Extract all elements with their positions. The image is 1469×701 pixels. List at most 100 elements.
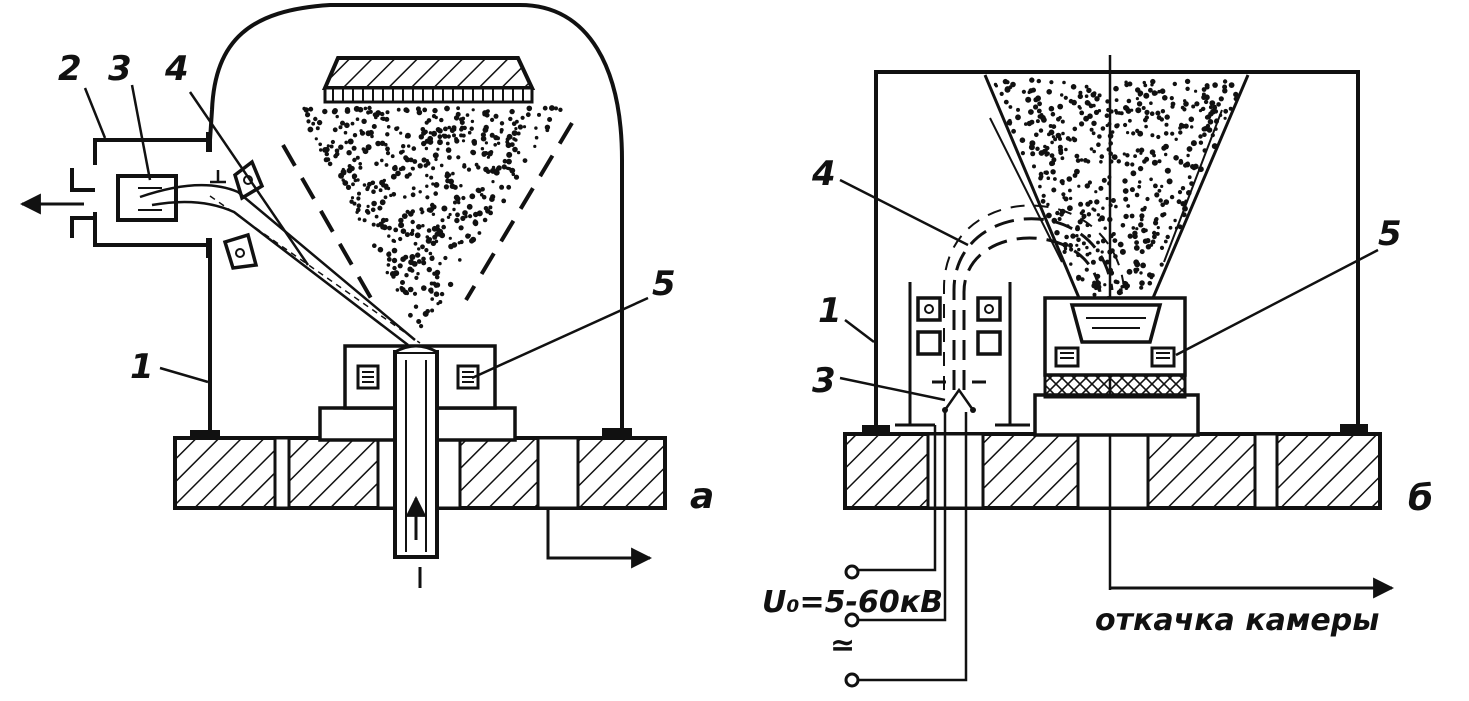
vapor-dot — [1180, 105, 1185, 110]
vapor-dot — [1130, 162, 1135, 167]
vapor-dot — [1164, 114, 1170, 120]
vapor-dot — [484, 141, 488, 145]
vapor-dot — [391, 192, 397, 197]
vapor-dot — [506, 184, 512, 190]
vapor-dot — [1087, 180, 1092, 185]
vapor-dot — [391, 257, 398, 264]
vapor-dot — [1139, 213, 1145, 219]
vapor-dot — [431, 130, 437, 137]
vapor-dot — [1072, 137, 1078, 143]
vapor-dot — [1114, 108, 1118, 113]
vapor-dot — [1203, 99, 1209, 105]
vapor-dot — [416, 109, 423, 116]
vapor-dot — [311, 121, 316, 126]
vapor-dot — [1187, 175, 1192, 180]
vapor-dot — [365, 130, 372, 137]
vapor-dot — [516, 150, 521, 155]
vapor-dot — [440, 218, 445, 223]
vapor-dot — [1180, 201, 1186, 207]
vapor-dot — [397, 263, 403, 269]
vapor-dot — [1139, 285, 1144, 290]
vapor-dot — [1146, 244, 1151, 249]
vapor-dot — [425, 173, 429, 178]
vapor-dot — [1183, 101, 1189, 107]
vapor-dot — [1096, 240, 1100, 245]
vapor-dot — [1078, 201, 1084, 207]
vapor-dot — [1077, 105, 1081, 109]
vapor-dot — [405, 209, 410, 214]
vapor-dot — [481, 194, 487, 200]
feed-rod-a — [393, 344, 439, 588]
vapor-dot — [391, 247, 398, 254]
vapor-dot — [396, 107, 401, 112]
vapor-dot — [374, 161, 379, 167]
vapor-dot — [419, 324, 424, 329]
vapor-dot — [1068, 188, 1072, 193]
ac-symbol-b: ≃ — [830, 628, 855, 663]
vapor-dot — [1122, 178, 1128, 184]
vapor-dot — [445, 141, 450, 146]
vapor-dot — [1046, 89, 1052, 95]
vapor-dot — [1110, 198, 1116, 203]
vapor-dot — [1137, 130, 1144, 137]
chamber-walls-b — [874, 70, 1360, 428]
vapor-dot — [357, 217, 362, 221]
callout-1-b: 1 — [818, 291, 842, 331]
vapor-dot — [386, 125, 391, 129]
vapor-dot — [1087, 234, 1092, 238]
vapor-dot — [1207, 119, 1214, 125]
vapor-dot — [1174, 137, 1178, 141]
vapor-dot — [1086, 87, 1092, 94]
vapor-dot — [1106, 107, 1111, 113]
vapor-dot — [350, 121, 355, 126]
vapor-dot — [429, 207, 435, 212]
vapor-dot — [1233, 91, 1239, 98]
vapor-dot — [1131, 226, 1136, 230]
vapor-dot — [410, 166, 414, 170]
vapor-dot — [395, 170, 401, 177]
vapor-dot — [400, 228, 407, 234]
vapor-dot — [1029, 77, 1035, 83]
vapor-dot — [427, 237, 433, 242]
vapor-dot — [422, 107, 428, 113]
vapor-dot — [1117, 111, 1122, 115]
leader-2-a — [83, 87, 107, 139]
vapor-dot — [1184, 199, 1188, 203]
vapor-dot — [421, 285, 427, 291]
vapor-dot — [1130, 187, 1135, 192]
vapor-dot — [1162, 95, 1168, 101]
vapor-dot — [1021, 89, 1026, 94]
vapor-dot — [1075, 234, 1079, 238]
vapor-dot — [1164, 152, 1168, 157]
vapor-dot — [1103, 283, 1107, 287]
vapor-dot — [407, 286, 414, 293]
vapor-dot — [357, 106, 364, 113]
vapor-dot — [355, 155, 360, 160]
vapor-dot — [1150, 133, 1155, 138]
vapor-dot — [452, 207, 456, 212]
vapor-dot — [1079, 110, 1085, 116]
vapor-dot — [446, 215, 451, 219]
vapor-dot — [1097, 109, 1102, 113]
vapor-dot — [352, 175, 357, 180]
vapor-dot — [1064, 234, 1069, 240]
vapor-dot — [424, 146, 429, 151]
vapor-dot — [1111, 232, 1116, 236]
vapor-dot — [420, 135, 424, 139]
vapor-dot — [537, 112, 541, 117]
vapor-dot — [459, 127, 464, 132]
vapor-dot — [470, 149, 475, 155]
vapor-dot — [547, 117, 553, 122]
vapor-dot — [480, 147, 485, 151]
vapor-dot — [1048, 129, 1055, 136]
vapor-dot — [1096, 142, 1101, 147]
vapor-dot — [1125, 108, 1132, 114]
vapor-dot — [1135, 148, 1141, 153]
vapor-dot — [371, 124, 377, 129]
vapor-dot — [395, 288, 400, 292]
vapor-dot — [483, 206, 489, 211]
vapor-dot — [1228, 82, 1235, 88]
vapor-dot — [426, 118, 432, 123]
vapor-dot — [526, 105, 533, 112]
vapor-dot — [410, 219, 415, 225]
